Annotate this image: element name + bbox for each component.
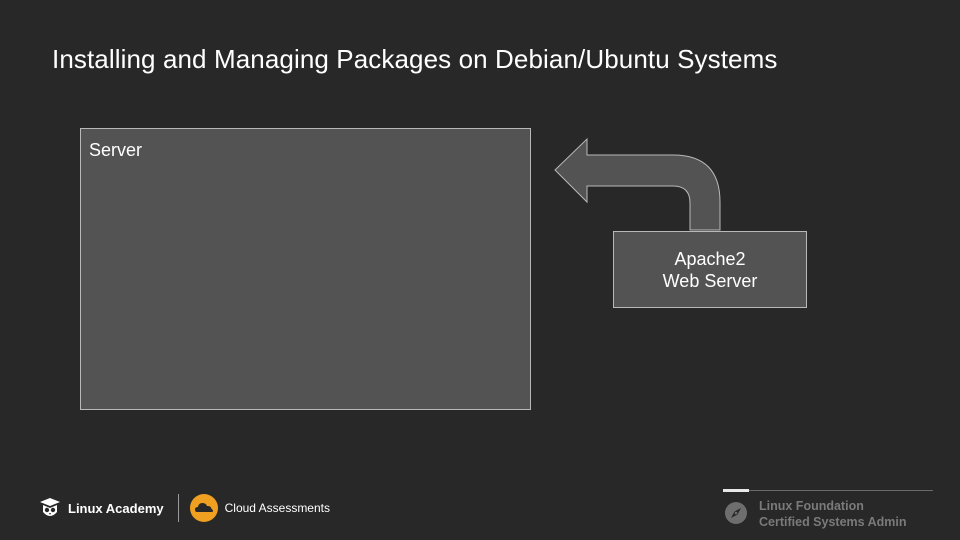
footer-rule-accent xyxy=(723,489,749,492)
package-name: Apache2 xyxy=(674,248,746,269)
compass-icon xyxy=(725,502,747,524)
certification-line-1: Linux Foundation xyxy=(759,499,864,513)
certification-badge: Linux Foundation Certified Systems Admin xyxy=(723,489,933,532)
apache-package-box: Apache2 Web Server xyxy=(613,231,807,308)
cloud-assessments-text: Cloud Assessments xyxy=(224,501,330,515)
linux-academy-logo: Linux Academy xyxy=(38,496,164,520)
slide-title: Installing and Managing Packages on Debi… xyxy=(52,44,778,74)
footer-divider xyxy=(177,494,179,522)
footer-rule xyxy=(723,490,933,491)
server-label: Server xyxy=(89,140,143,160)
package-description: Web Server xyxy=(662,270,758,291)
server-box: Server xyxy=(80,128,531,410)
owl-icon xyxy=(40,498,60,516)
footer-brands: Linux Academy Cloud Assessments xyxy=(38,492,330,524)
certification-line-2: Certified Systems Admin xyxy=(759,515,907,529)
certification-text: Linux Foundation Certified Systems Admin xyxy=(759,498,907,530)
linux-academy-text: Linux Academy xyxy=(68,500,164,516)
cloud-assessments-logo: Cloud Assessments xyxy=(189,493,330,523)
cloud-icon xyxy=(189,494,218,522)
